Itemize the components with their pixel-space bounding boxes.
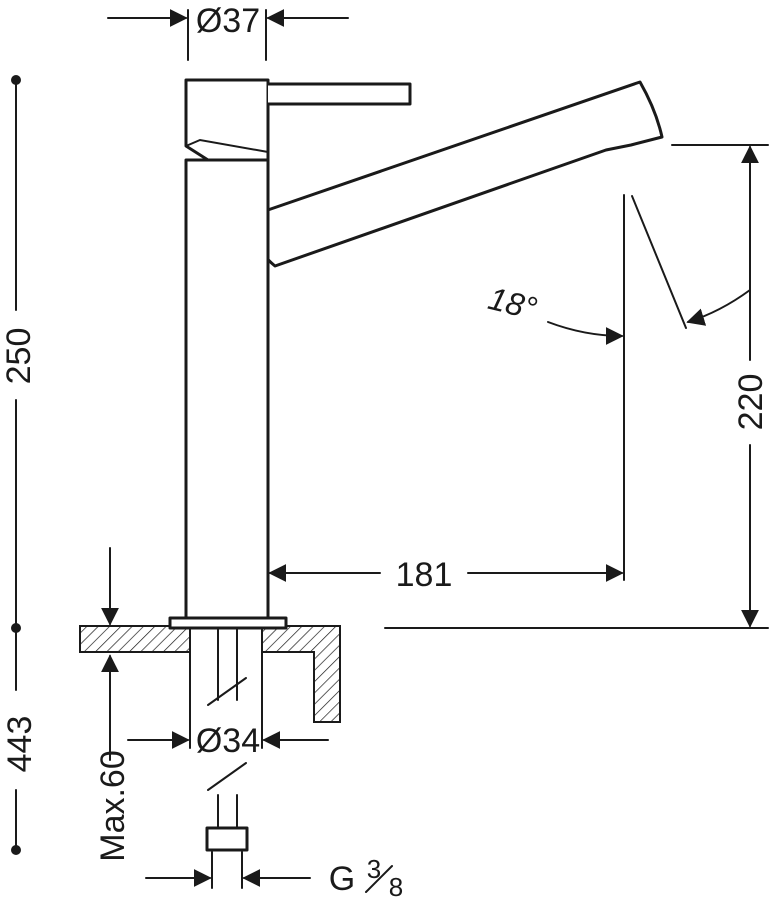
thread-prefix-label: G <box>329 860 355 898</box>
faucet-body <box>168 78 664 630</box>
spout-height-dimension <box>384 144 769 629</box>
spout <box>256 80 664 268</box>
pipe-length-label: 443 <box>1 716 39 773</box>
top-diameter-label: Ø37 <box>196 2 260 40</box>
height-total-label: 250 <box>0 328 38 385</box>
lever-head <box>184 78 270 162</box>
thread-fraction-slash <box>365 865 393 893</box>
left-dimension-line <box>11 75 21 855</box>
angle-label: 18° <box>485 280 541 327</box>
reach-label: 181 <box>396 556 453 594</box>
angle-dimension <box>547 195 751 345</box>
thread-dimension <box>145 851 311 889</box>
lever-handle <box>266 82 412 106</box>
hole-diameter-dimension <box>127 651 329 749</box>
hose-nut <box>205 826 249 852</box>
thread-numerator-label: 3 <box>367 854 381 884</box>
max-thickness-label: Max.60 <box>94 750 132 862</box>
hole-diameter-label: Ø34 <box>196 722 260 760</box>
thread-denominator-label: 8 <box>389 872 403 900</box>
top-diameter-dimension <box>107 9 349 61</box>
supply-hose <box>205 627 249 852</box>
countertop-section <box>79 625 341 723</box>
reach-dimension <box>268 194 625 582</box>
spout-height-label: 220 <box>732 374 770 431</box>
base-flange <box>168 616 288 630</box>
column <box>184 158 270 620</box>
